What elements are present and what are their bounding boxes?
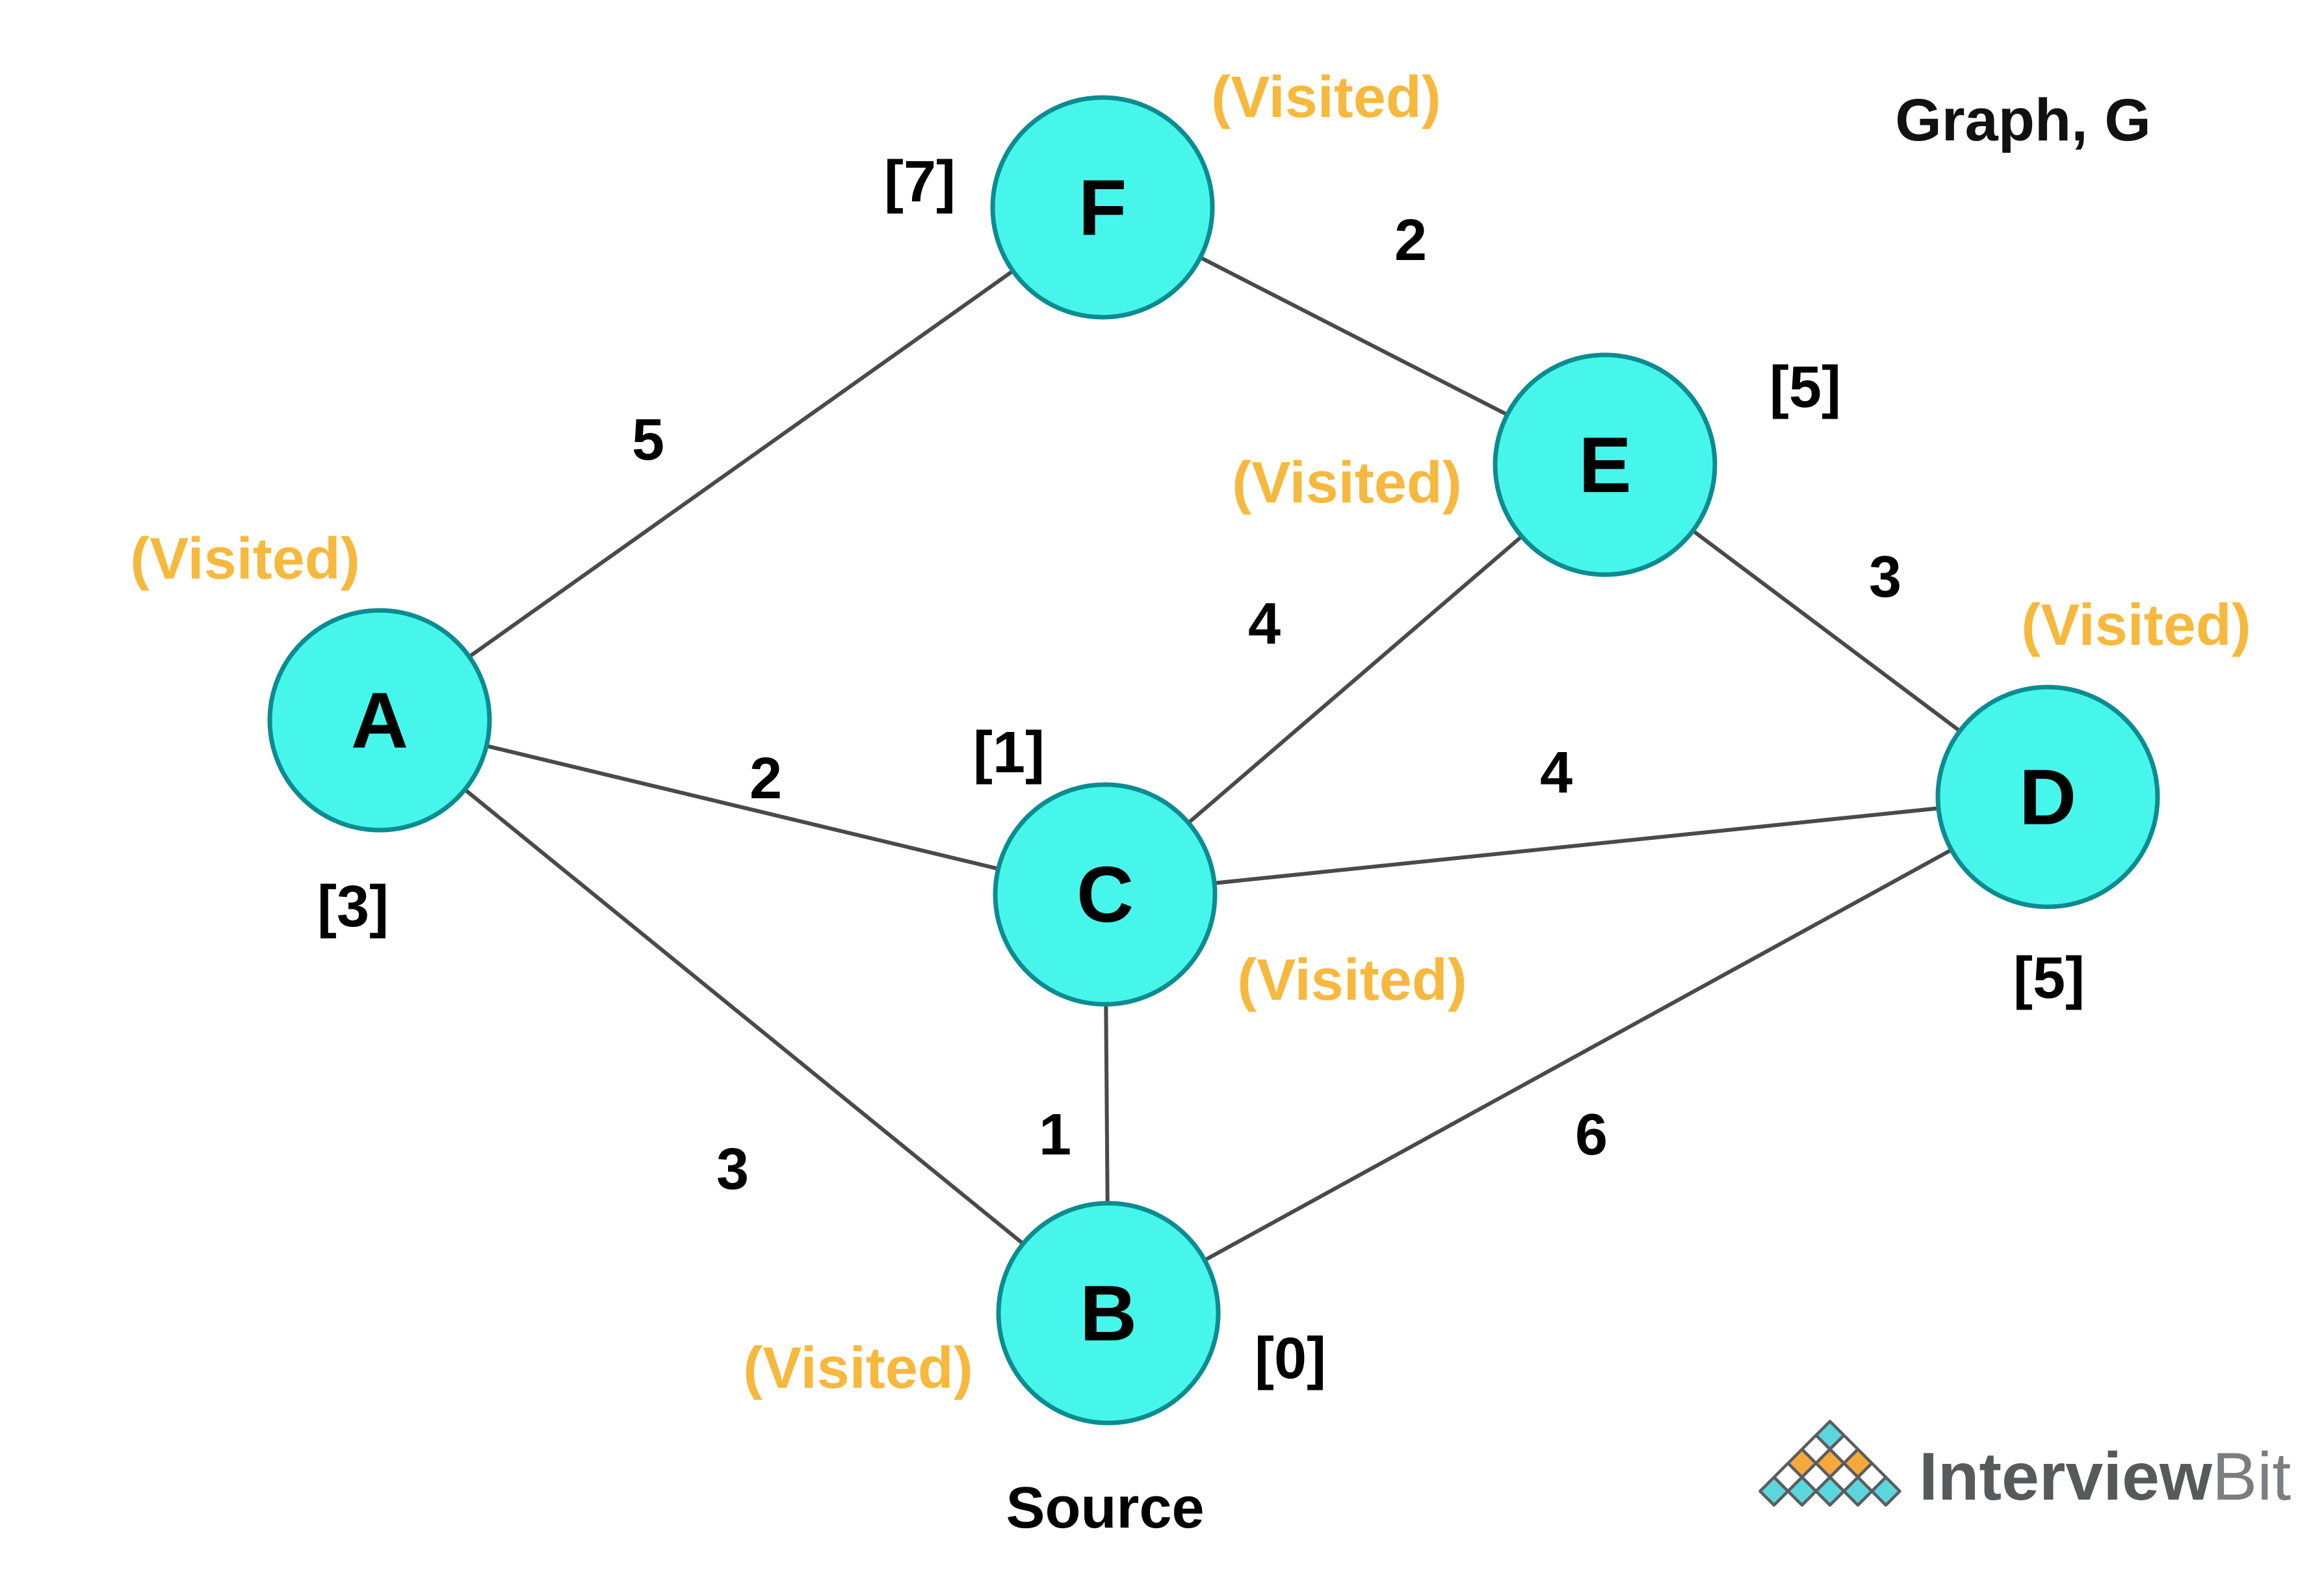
distance-label-F: [7] [884, 150, 956, 215]
logo-text-secondary: Bit [2212, 1439, 2291, 1515]
visited-label-E: (Visited) [1232, 450, 1461, 515]
source-caption: Source [1006, 1476, 1204, 1541]
distance-label-E: [5] [1769, 355, 1841, 420]
distance-label-D: [5] [2013, 946, 2085, 1011]
interviewbit-logo: InterviewBit [1758, 1420, 2291, 1515]
visited-label-A: (Visited) [130, 527, 359, 592]
edge-weight-C-D: 4 [1540, 740, 1573, 805]
edge-weight-F-E: 2 [1394, 208, 1427, 273]
visited-label-F: (Visited) [1211, 65, 1441, 130]
distance-label-A: [3] [317, 874, 389, 939]
distance-label-B: [0] [1255, 1326, 1326, 1391]
visited-label-B: (Visited) [743, 1336, 973, 1401]
edge-B-D [1107, 795, 2049, 1315]
node-E[interactable] [1493, 352, 1717, 577]
logo-diamond-cyan [1758, 1476, 1790, 1507]
edge-weight-C-B: 1 [1039, 1102, 1071, 1167]
edge-weight-E-D: 3 [1869, 545, 1901, 610]
logo-diamond-cyan [1842, 1476, 1874, 1507]
visited-label-D: (Visited) [2021, 593, 2251, 658]
edge-C-D [1104, 795, 2048, 896]
edge-A-B [378, 718, 1110, 1315]
edge-weight-A-B: 3 [716, 1137, 749, 1202]
logo-diamond-cyan [1814, 1476, 1846, 1507]
edge-A-F [378, 205, 1104, 722]
node-F[interactable] [990, 95, 1215, 320]
edge-weight-A-C: 2 [750, 746, 782, 811]
logo-diamond-cyan [1870, 1476, 1901, 1507]
annotations-layer: (Visited) [3] (Visited) [0] Source (Visited) [… [130, 65, 2251, 1541]
node-C[interactable] [993, 782, 1218, 1007]
visited-label-C: (Visited) [1237, 948, 1467, 1013]
logo-diamond-cyan [1786, 1476, 1818, 1507]
logo-text: InterviewBit [1919, 1439, 2291, 1515]
distance-label-C: [1] [973, 720, 1045, 785]
logo-text-primary: Interview [1919, 1439, 2213, 1515]
node-B[interactable] [996, 1201, 1221, 1426]
edge-weight-C-E: 4 [1248, 592, 1281, 657]
edge-weight-B-D: 6 [1575, 1102, 1608, 1167]
edge-A-C [379, 718, 1106, 896]
node-D[interactable] [1935, 684, 2160, 909]
graph-title: Graph, G [1895, 87, 2151, 153]
node-A[interactable] [267, 608, 492, 833]
edge-weight-A-F: 5 [632, 408, 664, 473]
